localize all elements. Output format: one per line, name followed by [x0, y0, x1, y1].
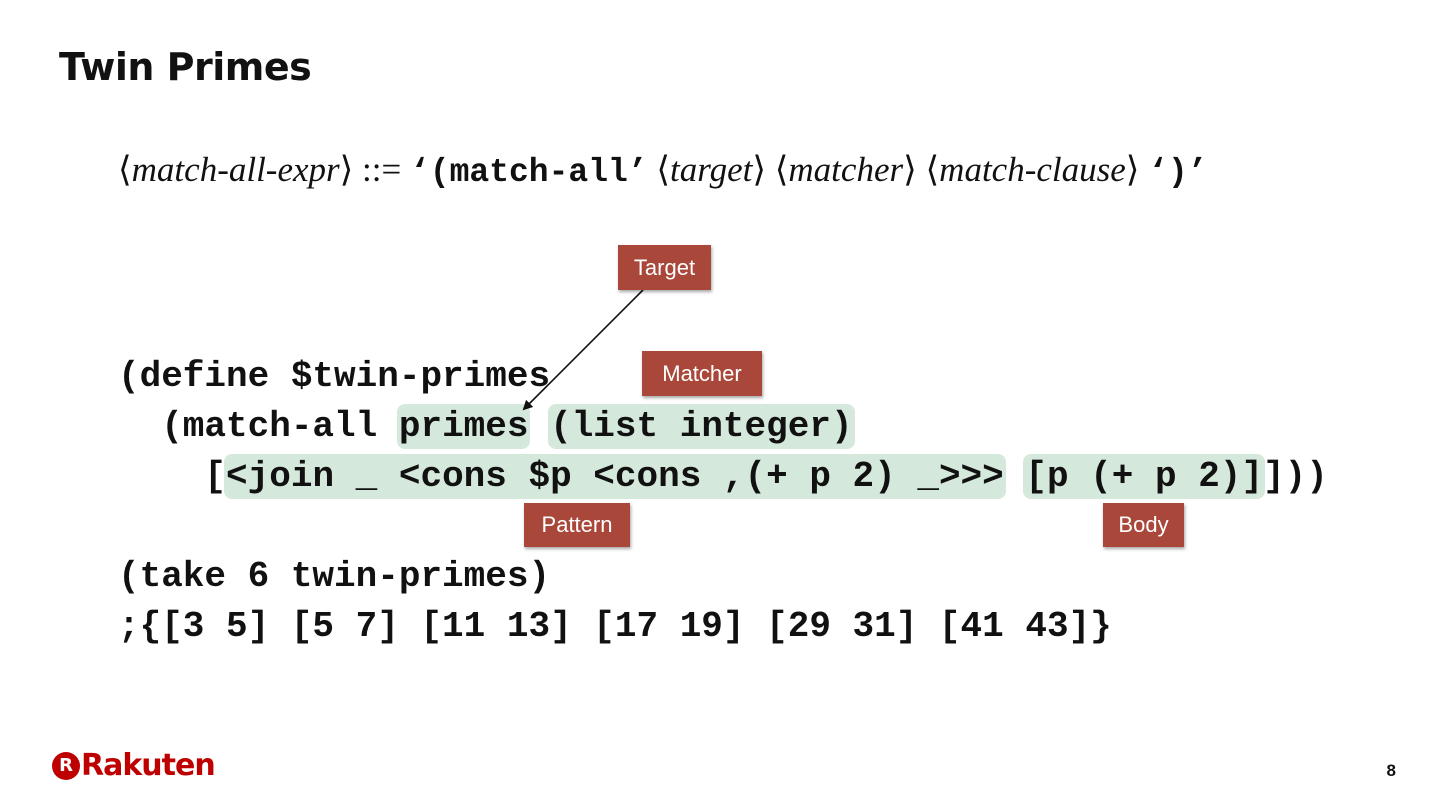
grammar-matcher: ⟨matcher⟩: [774, 150, 917, 189]
rakuten-wordmark: Rakuten: [81, 748, 216, 783]
rakuten-logo: R Rakuten: [52, 748, 216, 783]
matcher-tag: Matcher: [642, 351, 762, 396]
grammar-target: ⟨target⟩: [656, 150, 766, 189]
code-block: (define $twin-primes (match-all primes (…: [118, 352, 1328, 652]
grammar-open-term: ‘(match-all’: [409, 154, 648, 191]
code-line-2: (match-all primes (list integer): [118, 406, 853, 447]
rakuten-r-icon: R: [52, 751, 80, 780]
pattern-tag: Pattern: [524, 503, 630, 547]
grammar-rule: ⟨match-all-expr⟩ ::= ‘(match-all’ ⟨targe…: [118, 150, 1208, 191]
slide-title: Twin Primes: [59, 45, 312, 89]
grammar-lhs: ⟨match-all-expr⟩: [118, 150, 354, 189]
grammar-match-clause: ⟨match-clause⟩: [925, 150, 1140, 189]
code-line-6: ;{[3 5] [5 7] [11 13] [17 19] [29 31] [4…: [118, 606, 1112, 647]
body-highlight: [p (+ p 2)]: [1025, 456, 1264, 497]
page-number: 8: [1386, 761, 1396, 780]
pattern-highlight: <join _ <cons $p <cons ,(+ p 2) _>>>: [226, 456, 1004, 497]
grammar-define-symbol: ::=: [353, 150, 410, 189]
target-highlight: primes: [398, 406, 529, 447]
code-line-1: (define $twin-primes: [118, 356, 551, 397]
code-line-3: [<join _ <cons $p <cons ,(+ p 2) _>>> [p…: [118, 456, 1328, 497]
grammar-close-term: ‘)’: [1148, 154, 1208, 191]
matcher-highlight: (list integer): [550, 406, 853, 447]
code-line-5: (take 6 twin-primes): [118, 556, 551, 597]
target-tag: Target: [618, 245, 711, 290]
body-tag: Body: [1103, 503, 1184, 547]
